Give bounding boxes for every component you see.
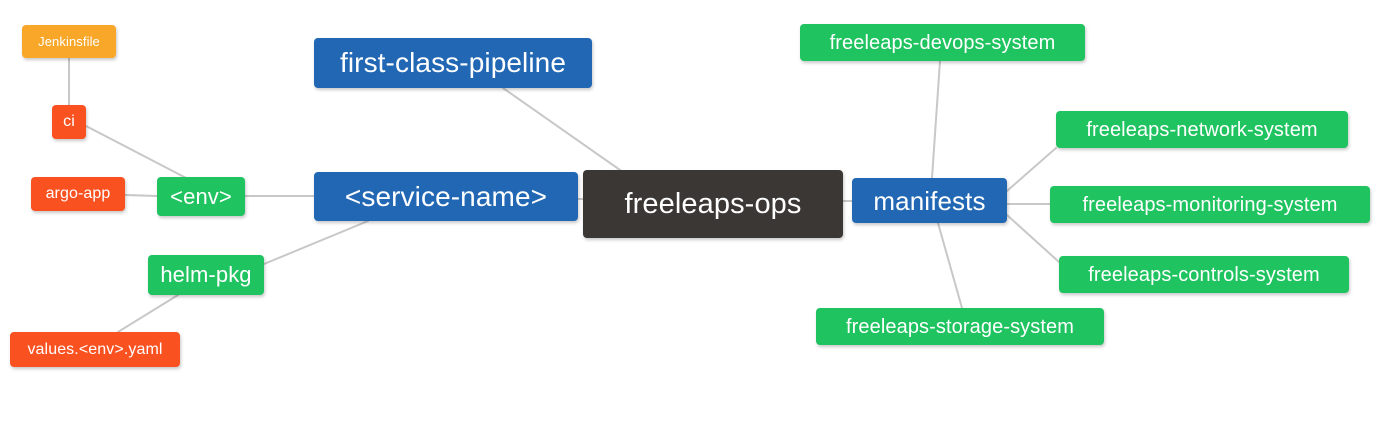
edge-helm-pkg-to-service-name (263, 220, 369, 265)
node-service-name[interactable]: <service-name> (314, 172, 578, 221)
node-argo-app[interactable]: argo-app (31, 177, 125, 211)
node-label: freeleaps-monitoring-system (1082, 193, 1338, 216)
edge-first-class-pipeline-to-freeleaps-ops (502, 87, 621, 171)
edge-ci-to-env (85, 125, 191, 181)
node-freeleaps-monitoring-system[interactable]: freeleaps-monitoring-system (1050, 186, 1370, 223)
node-label: helm-pkg (160, 262, 252, 287)
node-label: freeleaps-storage-system (845, 315, 1075, 338)
node-label: freeleaps-devops-system (829, 31, 1056, 54)
node-values-yaml[interactable]: values.<env>.yaml (10, 332, 180, 367)
node-freeleaps-controls-system[interactable]: freeleaps-controls-system (1059, 256, 1349, 293)
edge-values-yaml-to-helm-pkg (117, 294, 179, 333)
node-jenkinsfile[interactable]: Jenkinsfile (22, 25, 116, 58)
node-label: <env> (170, 183, 232, 209)
edge-manifests-to-freeleaps-devops-system (931, 60, 941, 179)
node-freeleaps-devops-system[interactable]: freeleaps-devops-system (800, 24, 1085, 61)
node-label: values.<env>.yaml (27, 340, 163, 358)
node-env[interactable]: <env> (157, 177, 245, 216)
node-label: ci (63, 113, 75, 130)
node-freeleaps-ops[interactable]: freeleaps-ops (583, 170, 843, 238)
node-label: <service-name> (344, 180, 548, 212)
node-helm-pkg[interactable]: helm-pkg (148, 255, 264, 295)
node-freeleaps-network-system[interactable]: freeleaps-network-system (1056, 111, 1348, 148)
node-label: argo-app (45, 185, 111, 202)
node-ci[interactable]: ci (52, 105, 86, 139)
node-first-class-pipeline[interactable]: first-class-pipeline (314, 38, 592, 88)
node-label: freeleaps-ops (624, 187, 802, 220)
node-label: manifests (873, 185, 986, 216)
edge-manifests-to-freeleaps-storage-system (937, 222, 963, 309)
edge-manifests-to-freeleaps-network-system (1006, 147, 1057, 192)
edge-argo-app-to-env (124, 194, 158, 197)
node-freeleaps-storage-system[interactable]: freeleaps-storage-system (816, 308, 1104, 345)
node-label: freeleaps-network-system (1086, 118, 1318, 141)
node-label: freeleaps-controls-system (1088, 263, 1320, 286)
node-label: Jenkinsfile (38, 34, 100, 49)
node-manifests[interactable]: manifests (852, 178, 1007, 223)
node-label: first-class-pipeline (339, 47, 567, 78)
